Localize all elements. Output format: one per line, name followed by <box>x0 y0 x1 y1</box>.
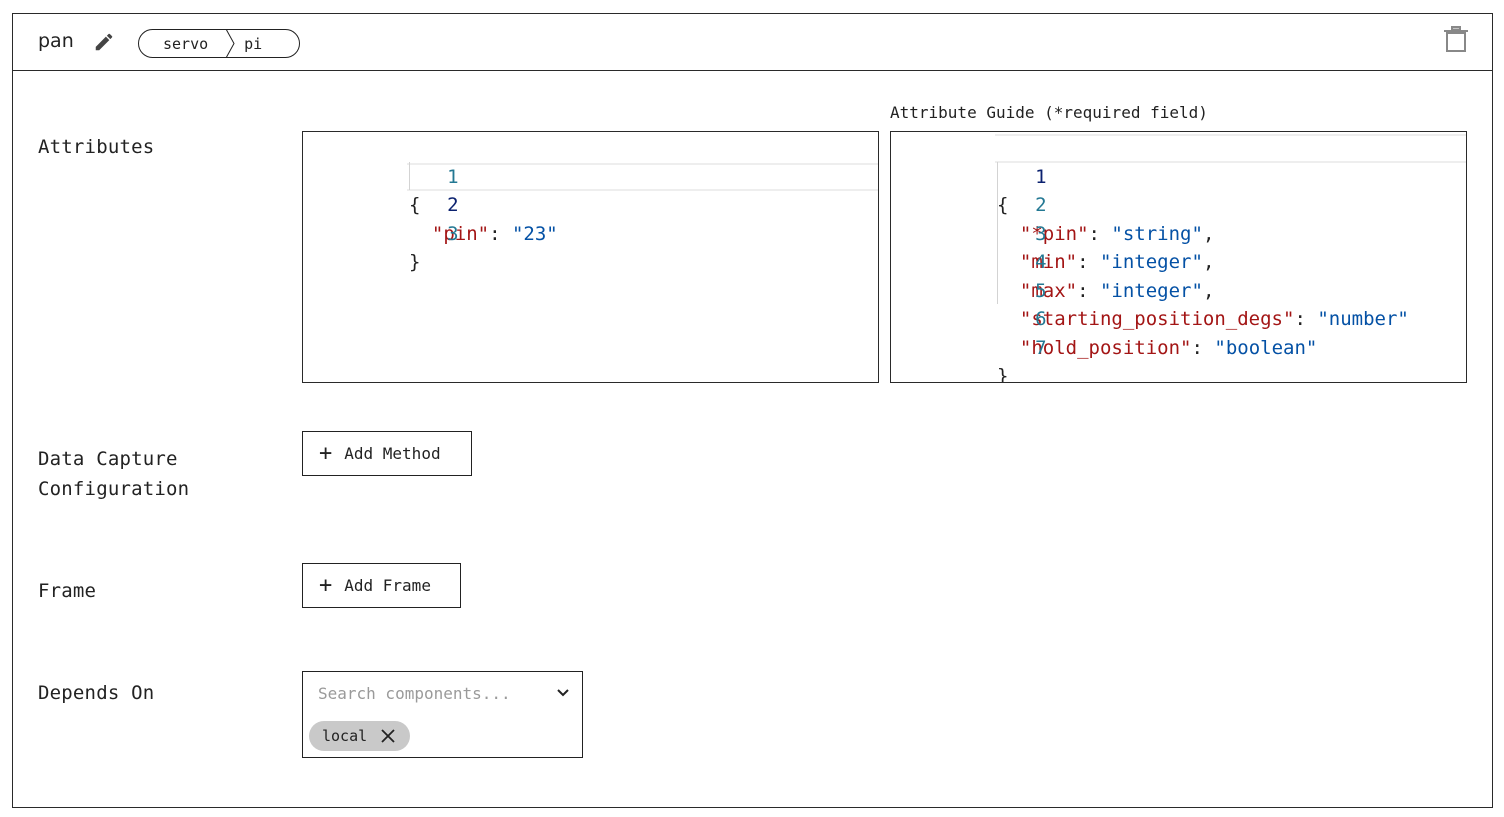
json-key: "max" <box>1019 279 1078 302</box>
json-key: "min" <box>1019 251 1078 273</box>
close-icon[interactable] <box>380 728 396 744</box>
code-punct: { <box>409 194 421 216</box>
json-colon: : <box>1294 308 1318 330</box>
json-colon: : <box>1088 222 1112 245</box>
indent-guide <box>409 162 410 190</box>
chevron-right-icon <box>225 29 235 58</box>
json-comma: , <box>1202 279 1215 302</box>
editor-line-current: 2 "pin": "23" <box>303 162 878 245</box>
editor-line: 4 "max": "integer", <box>891 220 1466 302</box>
json-key: "hold_position" <box>1019 336 1192 359</box>
json-value: "string" <box>1111 222 1203 245</box>
line-number: 5 <box>1035 279 1047 302</box>
data-capture-label: Data Capture Configuration <box>38 444 189 504</box>
component-card: pan servo pi Attributes Data Capture Con… <box>12 13 1493 808</box>
line-number: 4 <box>1035 251 1047 273</box>
editor-line: 1 { <box>303 134 878 217</box>
plus-icon: + <box>319 572 333 598</box>
pencil-icon[interactable] <box>93 31 115 53</box>
json-key: "pin" <box>431 222 490 245</box>
json-key: "starting_position_degs" <box>1019 308 1295 330</box>
code-text: "min": "integer", <box>997 248 1215 277</box>
attributes-json-editor[interactable]: 1 { 2 "pin": "23" 3 } <box>302 131 879 383</box>
editor-line: 7 } <box>891 305 1466 383</box>
chevron-down-icon[interactable] <box>556 688 570 698</box>
code-text: { <box>409 191 420 220</box>
depends-on-label: Depends On <box>38 682 155 704</box>
editor-line: 6 "hold_position": "boolean" <box>891 277 1466 359</box>
dependency-chip: local <box>309 721 410 751</box>
editor-line-current: 1 { <box>891 134 1466 216</box>
add-method-button[interactable]: + Add Method <box>302 431 472 476</box>
line-number: 6 <box>1035 308 1047 330</box>
code-text: "max": "integer", <box>997 277 1215 306</box>
code-text: } <box>997 362 1009 383</box>
json-comma: , <box>1202 251 1215 273</box>
line-number: 7 <box>1035 336 1047 359</box>
search-components-input[interactable] <box>318 684 543 703</box>
line-number: 3 <box>447 222 459 245</box>
json-colon: : <box>489 222 512 245</box>
json-value: "number" <box>1317 308 1409 330</box>
json-value: "boolean" <box>1214 336 1318 359</box>
line-number: 2 <box>1035 194 1047 216</box>
json-colon: : <box>1077 251 1100 273</box>
breadcrumb-model: pi <box>244 34 263 53</box>
line-number: 3 <box>1035 222 1047 245</box>
editor-line: 2 "*pin": "string", <box>891 163 1466 245</box>
data-capture-label-line1: Data Capture <box>38 448 178 470</box>
line-number: 1 <box>1035 165 1047 188</box>
json-colon: : <box>1077 279 1100 302</box>
json-key: "*pin" <box>1019 222 1089 245</box>
editor-line: 5 "starting_position_degs": "number" <box>891 248 1466 331</box>
code-text: "pin": "23" <box>409 220 558 249</box>
json-value: "23" <box>511 222 558 245</box>
depends-on-multiselect: local <box>302 671 583 758</box>
attributes-label: Attributes <box>38 136 155 158</box>
model-breadcrumb: servo pi <box>138 29 300 58</box>
editor-line: 3 } <box>303 191 878 274</box>
component-name: pan <box>38 30 74 52</box>
code-text: { <box>997 191 1008 220</box>
line-number: 2 <box>447 194 459 216</box>
indent-guide <box>997 162 998 304</box>
editor-line: 3 "min": "integer", <box>891 191 1466 274</box>
data-capture-label-line2: Configuration <box>38 478 190 500</box>
line-number: 1 <box>447 165 459 188</box>
add-frame-button[interactable]: + Add Frame <box>302 563 461 608</box>
json-comma: , <box>1202 222 1215 245</box>
attribute-guide-title: Attribute Guide (*required field) <box>890 103 1208 122</box>
chip-label: local <box>322 727 368 745</box>
code-text: "starting_position_degs": "number" <box>997 305 1409 334</box>
code-punct: } <box>409 251 421 273</box>
code-punct: { <box>997 194 1009 216</box>
code-text: } <box>409 248 420 277</box>
code-text: "hold_position": "boolean" <box>997 334 1317 363</box>
json-value: "integer" <box>1099 251 1203 273</box>
breadcrumb-type: servo <box>163 34 209 53</box>
code-punct: } <box>997 365 1009 383</box>
frame-label: Frame <box>38 580 97 602</box>
card-header: pan servo pi <box>13 14 1492 71</box>
plus-icon: + <box>319 440 333 466</box>
code-text: "*pin": "string", <box>997 220 1215 249</box>
add-frame-label: Add Frame <box>344 576 431 595</box>
attribute-guide-editor: 1 { 2 "*pin": "string", 3 "min": "intege… <box>890 131 1467 383</box>
add-method-label: Add Method <box>344 444 441 463</box>
json-colon: : <box>1191 336 1215 359</box>
trash-icon[interactable] <box>1443 25 1469 53</box>
json-value: "integer" <box>1099 279 1203 302</box>
